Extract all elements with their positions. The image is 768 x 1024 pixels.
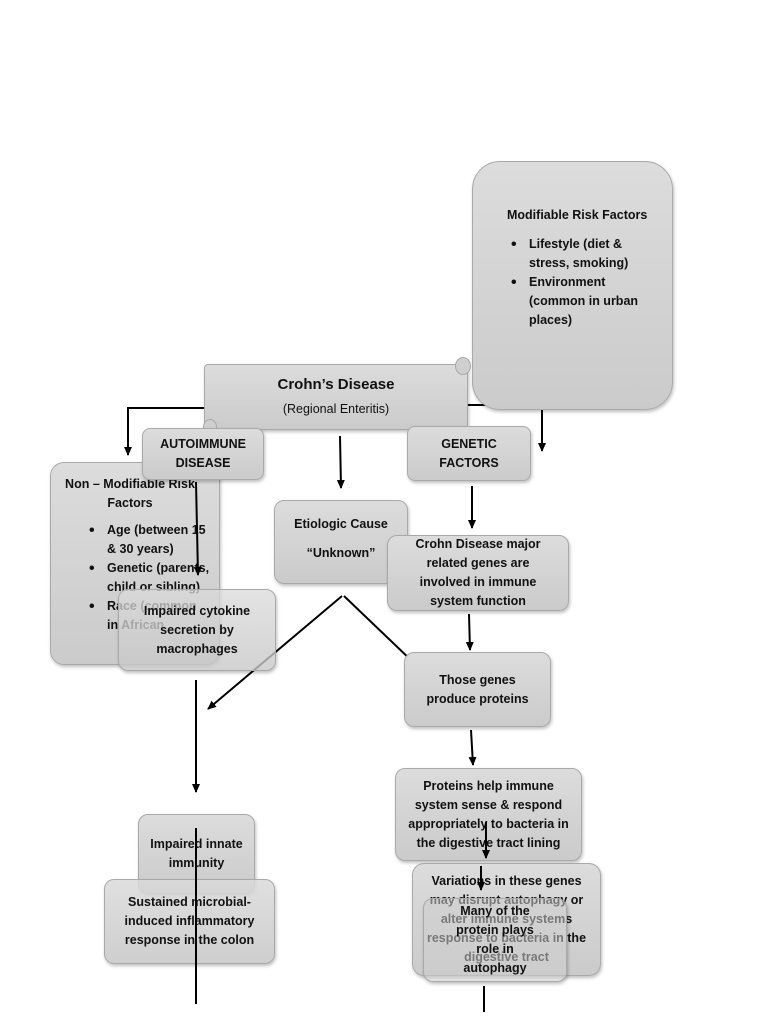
genetic-label: GENETIC FACTORS — [439, 436, 499, 470]
modifiable-title: Modifiable Risk Factors — [507, 208, 648, 222]
sustained-label: Sustained microbial-induced inflammatory… — [124, 895, 255, 947]
many-protein-label: Many of the protein plays role in autoph… — [456, 904, 534, 975]
modifiable-risk-factors-box: Modifiable Risk Factors Lifestyle (diet … — [472, 161, 673, 410]
non-modifiable-item: Age (between 15 & 30 years) — [85, 521, 211, 559]
sustained-inflammatory-box: Sustained microbial-induced inflammatory… — [104, 879, 275, 964]
proteins-help-label: Proteins help immune system sense & resp… — [408, 778, 569, 850]
arrow-to-non-modifiable — [124, 407, 205, 456]
genes-produce-proteins-box: Those genes produce proteins — [404, 652, 551, 727]
autoimmune-label: AUTOIMMUNE DISEASE — [160, 437, 246, 470]
etiologic-title: Etiologic Cause — [294, 517, 388, 531]
scroll-curl-right — [455, 357, 471, 375]
impaired-cytokine-box: Impaired cytokine secretion by macrophag… — [118, 589, 276, 671]
many-protein-box: Many of the protein plays role in autoph… — [423, 898, 567, 982]
autoimmune-disease-box: AUTOIMMUNE DISEASE — [142, 428, 264, 480]
major-genes-label: Crohn Disease major related genes are in… — [415, 537, 541, 608]
arrow-to-proteins-help — [468, 729, 477, 766]
modifiable-item: Lifestyle (diet & stress, smoking) — [507, 235, 656, 273]
modifiable-item: Environment (common in urban places) — [507, 273, 656, 330]
main-title: Crohn’s Disease — [277, 376, 395, 393]
crohns-disease-banner: Crohn’s Disease (Regional Enteritis) — [203, 357, 471, 435]
main-subtitle: (Regional Enteritis) — [282, 402, 390, 416]
major-genes-box: Crohn Disease major related genes are in… — [387, 535, 569, 611]
genetic-factors-box: GENETIC FACTORS — [407, 426, 531, 481]
arrow-to-genes-produce — [465, 613, 474, 651]
arrow-to-etiologic — [336, 435, 345, 489]
etiologic-value: “Unknown” — [306, 546, 376, 560]
proteins-help-box: Proteins help immune system sense & resp… — [395, 768, 582, 861]
impaired-innate-label: Impaired innate immunity — [150, 837, 243, 870]
non-modifiable-title: Non – Modifiable Risk Factors — [65, 477, 195, 510]
etiologic-cause-box: Etiologic Cause “Unknown” — [274, 500, 408, 584]
modifiable-list: Lifestyle (diet & stress, smoking) Envir… — [507, 235, 656, 330]
genes-produce-label: Those genes produce proteins — [426, 672, 529, 706]
impaired-cytokine-label: Impaired cytokine secretion by macrophag… — [143, 603, 251, 656]
